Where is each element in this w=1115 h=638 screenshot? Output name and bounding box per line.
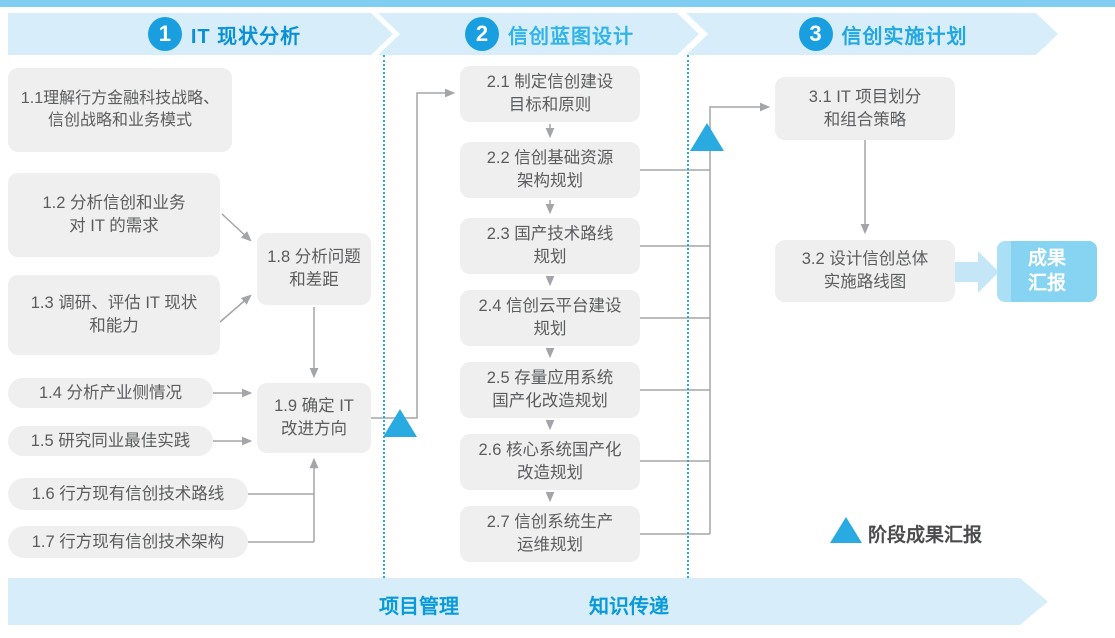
step-1-1-line1: 1.1理解行方金融科技战略、: [20, 89, 220, 107]
step-1-9-line1: 1.9 确定 IT: [274, 397, 354, 416]
phase-3-title: 信创实施计划: [841, 25, 968, 48]
phase-banner-1: 1 IT 现状分析: [8, 13, 393, 55]
step-box-1-3: 1.3 调研、评估 IT 现状 和能力: [8, 275, 220, 355]
step-2-2-line2: 架构规划: [517, 172, 583, 190]
step-box-2-1: 2.1 制定信创建设 目标和原则: [460, 66, 640, 122]
step-box-3-1: 3.1 IT 项目划分 和组合策略: [775, 77, 955, 140]
step-2-3-line1: 2.3 国产技术路线: [486, 225, 614, 244]
step-box-1-6: 1.6 行方现有信创技术路线: [8, 478, 248, 510]
step-2-1-line2: 目标和原则: [508, 96, 592, 114]
step-2-1-line1: 2.1 制定信创建设: [486, 73, 614, 92]
step-3-1-line2: 和组合策略: [823, 110, 907, 129]
step-3-1-line1: 3.1 IT 项目划分: [808, 87, 922, 106]
phase-1-title: IT 现状分析: [190, 25, 302, 48]
step-box-1-1: 1.1理解行方金融科技战略、 信创战略和业务模式: [8, 68, 232, 152]
step-1-2-line2: 对 IT 的需求: [69, 217, 159, 235]
step-box-1-5: 1.5 研究同业最佳实践: [8, 426, 213, 456]
step-box-1-7: 1.7 行方现有信创技术架构: [8, 526, 248, 558]
step-box-1-8: 1.8 分析问题 和差距: [257, 233, 371, 305]
step-3-2-line2: 实施路线图: [823, 273, 907, 291]
legend-label: 阶段成果汇报: [868, 525, 983, 546]
step-box-2-5: 2.5 存量应用系统 国产化改造规划: [460, 362, 640, 418]
step-1-5-line1: 1.5 研究同业最佳实践: [30, 431, 191, 450]
step-2-6-line1: 2.6 核心系统国产化: [478, 441, 622, 460]
step-2-6-line2: 改造规划: [517, 464, 583, 482]
step-2-4-line2: 规划: [533, 320, 567, 338]
step-box-2-3: 2.3 国产技术路线 规划: [460, 218, 640, 274]
step-box-1-4: 1.4 分析产业侧情况: [8, 378, 213, 408]
phase-2-number-badge: 2: [465, 17, 499, 51]
step-2-2-line1: 2.2 信创基础资源: [486, 149, 614, 168]
step-2-5-line2: 国产化改造规划: [492, 392, 608, 410]
footer-label-project-management: 项目管理: [379, 596, 459, 618]
phase-1-number-badge: 1: [148, 17, 182, 51]
footer-label-knowledge-transfer: 知识传递: [589, 596, 669, 618]
footer-banner: [8, 578, 1048, 625]
step-1-9-line2: 改进方向: [281, 420, 347, 438]
step-1-2-line1: 1.2 分析信创和业务: [42, 194, 186, 213]
step-1-3-line2: 和能力: [89, 317, 139, 335]
step-2-4-line1: 2.4 信创云平台建设: [478, 297, 622, 316]
result-report-box: 成果 汇报: [997, 241, 1097, 302]
step-box-2-7: 2.7 信创系统生产 运维规划: [460, 506, 640, 562]
step-box-2-4: 2.4 信创云平台建设 规划: [460, 290, 640, 346]
phase-banner-3: 3 信创实施计划: [686, 13, 1058, 55]
step-1-7-line1: 1.7 行方现有信创技术架构: [31, 532, 225, 551]
step-1-1-line2: 信创战略和业务模式: [47, 112, 192, 129]
phase-2-result-triangle-icon: [690, 123, 724, 151]
phase-3-number-badge: 3: [799, 17, 833, 51]
step-1-8-line2: 和差距: [289, 271, 339, 289]
top-accent-stripe: [0, 0, 1115, 7]
step-2-7-line1: 2.7 信创系统生产: [486, 513, 614, 532]
step-1-6-line1: 1.6 行方现有信创技术路线: [31, 484, 225, 503]
step-1-4-line1: 1.4 分析产业侧情况: [38, 383, 183, 402]
step-2-3-line2: 规划: [533, 248, 567, 266]
result-report-line1: 成果: [1027, 247, 1066, 269]
phase-2-title: 信创蓝图设计: [508, 25, 634, 48]
result-report-line2: 汇报: [1027, 272, 1066, 294]
step-1-8-line1: 1.8 分析问题: [267, 248, 361, 267]
step-2-7-line2: 运维规划: [517, 536, 583, 554]
phase-separator-dotted-line-1: [383, 55, 385, 578]
legend-triangle-icon: [830, 517, 862, 543]
step-3-2-line1: 3.2 设计信创总体: [801, 250, 929, 269]
step-box-1-9: 1.9 确定 IT 改进方向: [257, 383, 371, 453]
phase-separator-dotted-line-2: [687, 55, 689, 578]
phase-1-result-triangle-icon: [383, 409, 417, 437]
phase-banner-2: 2 信创蓝图设计: [378, 13, 699, 55]
step-box-1-2: 1.2 分析信创和业务 对 IT 的需求: [8, 173, 220, 257]
step-box-3-2: 3.2 设计信创总体 实施路线图: [775, 240, 955, 302]
step-box-2-2: 2.2 信创基础资源 架构规划: [460, 142, 640, 198]
result-arrow-icon: [955, 251, 999, 293]
step-2-5-line1: 2.5 存量应用系统: [486, 369, 614, 388]
step-1-3-line1: 1.3 调研、评估 IT 现状: [30, 294, 198, 313]
step-box-2-6: 2.6 核心系统国产化 改造规划: [460, 434, 640, 490]
